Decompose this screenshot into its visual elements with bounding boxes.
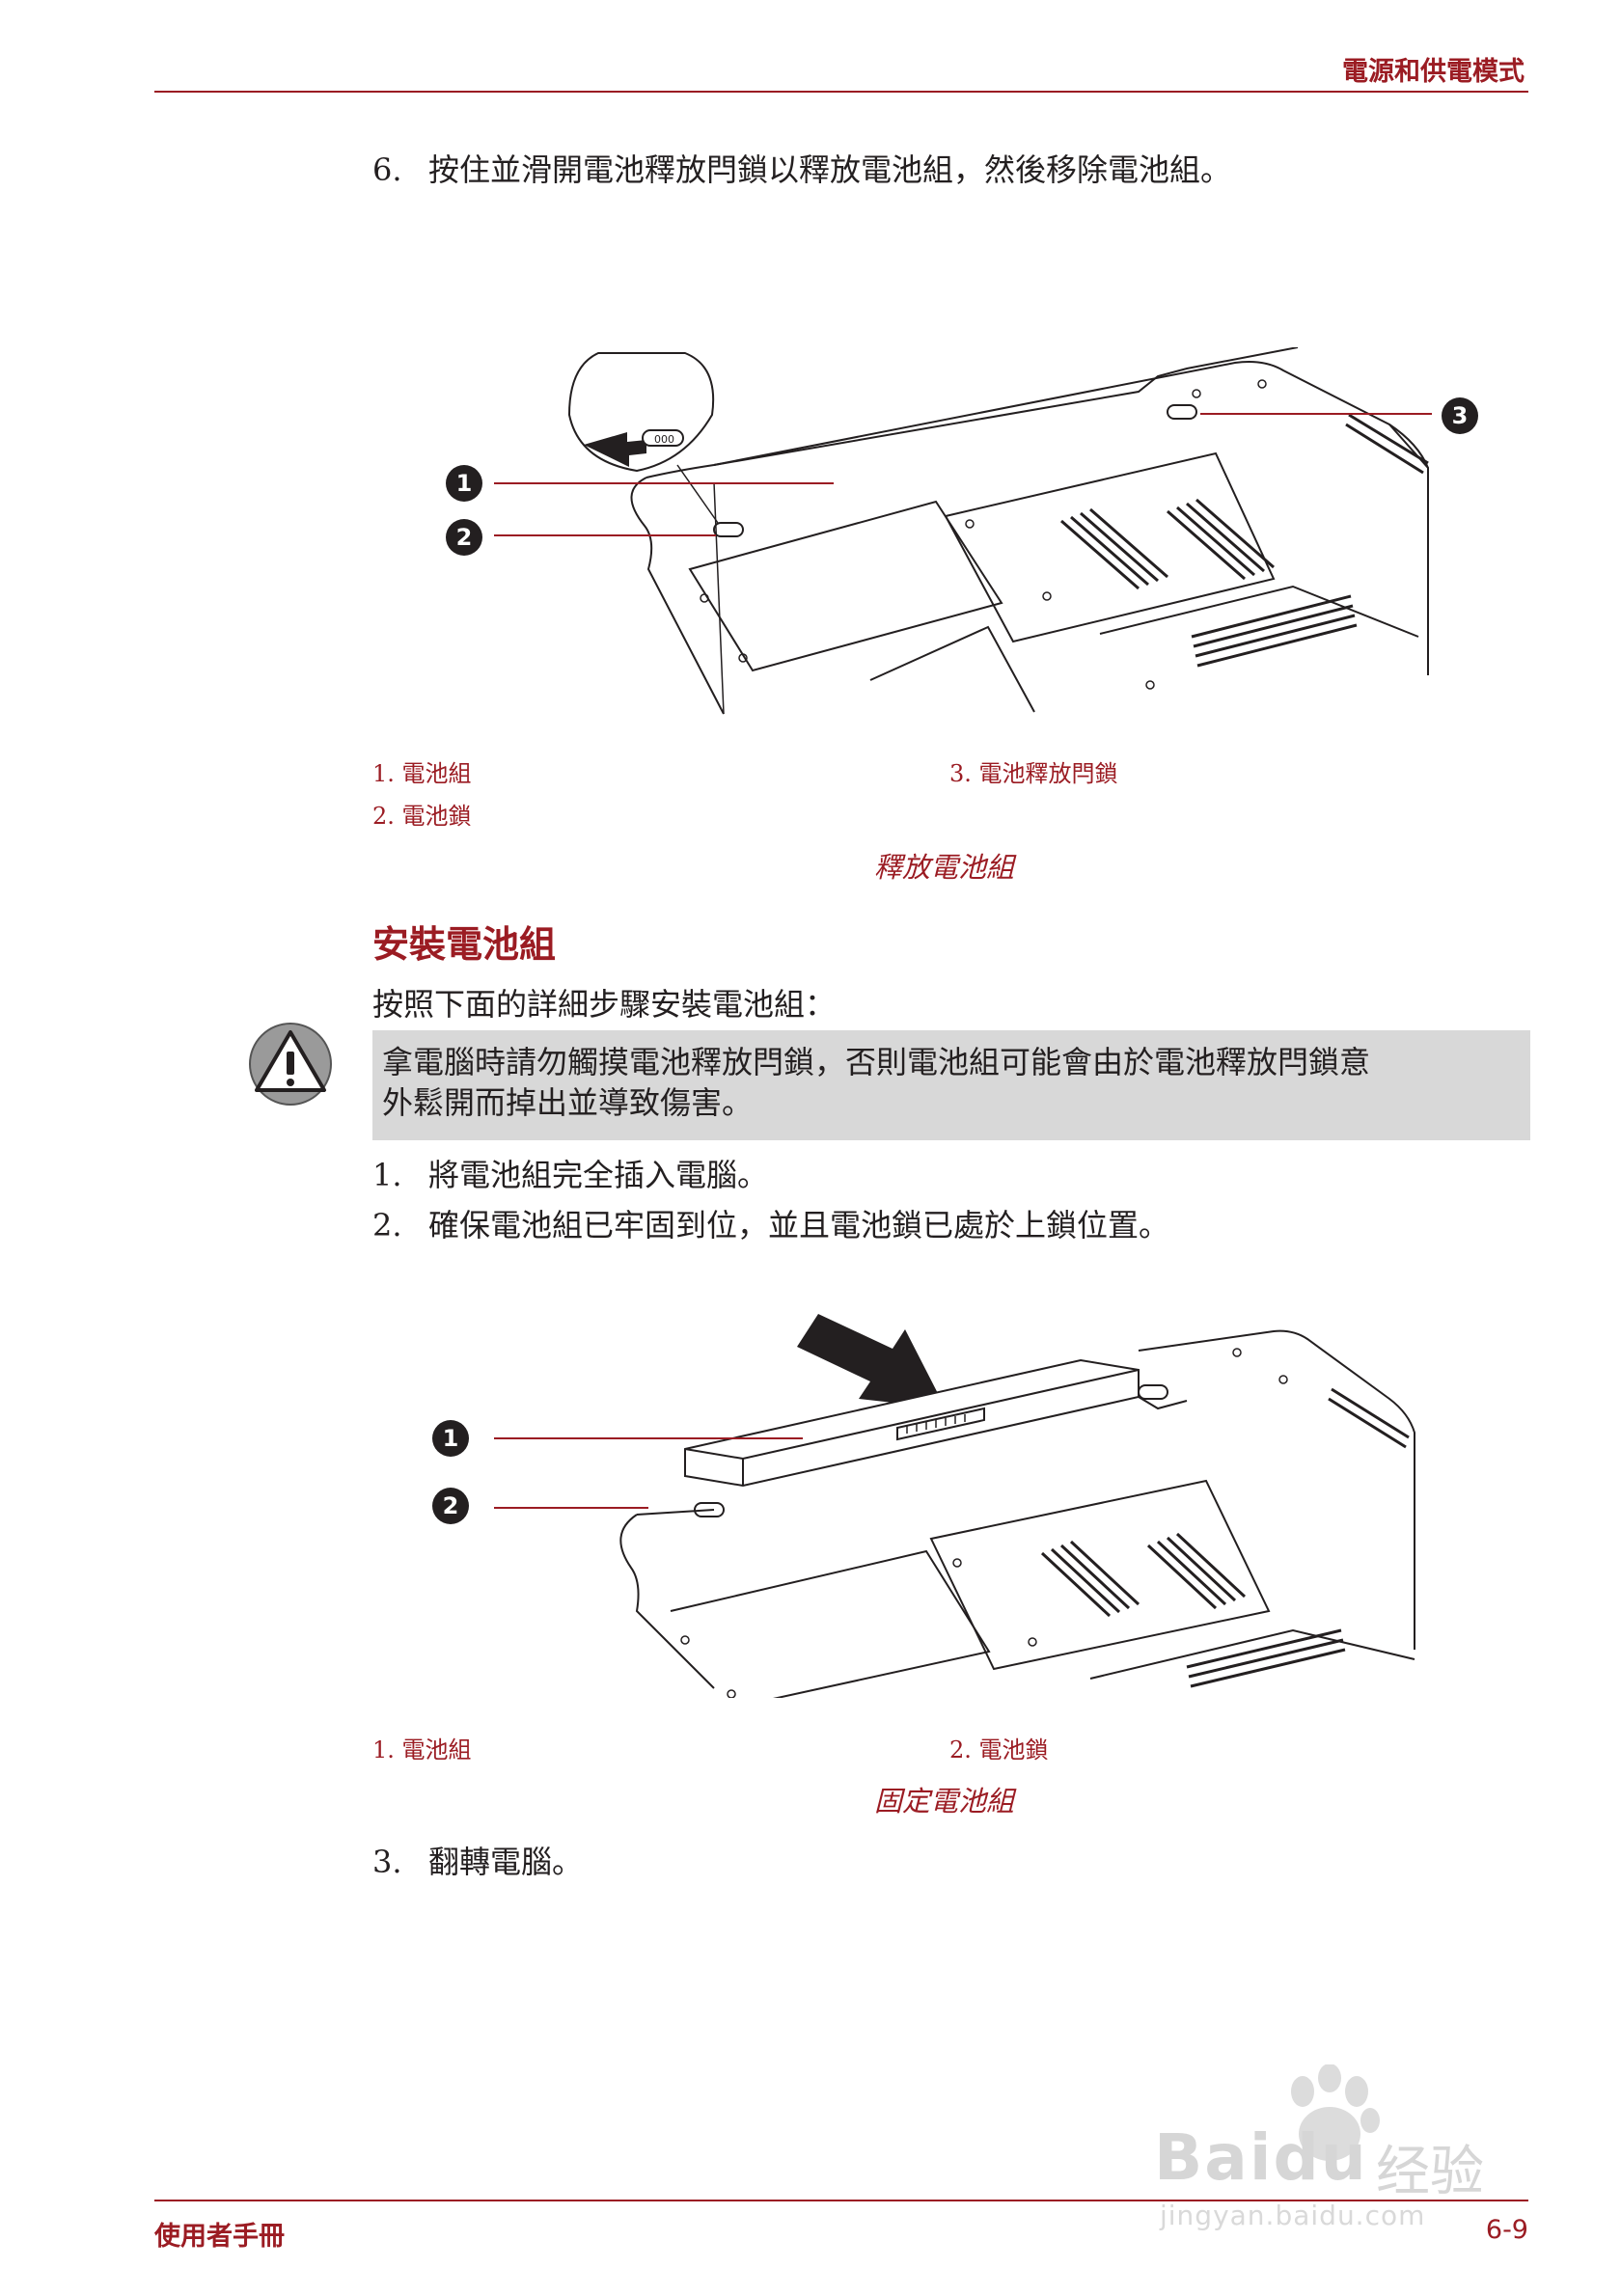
callout-badge-1: 1 — [432, 1420, 469, 1457]
callout-2-line — [494, 1507, 648, 1509]
callout-badge-1: 1 — [446, 465, 482, 502]
battery-install-illustration — [619, 1314, 1415, 1698]
watermark-logo: Baidu 经验 jingyan.baidu.com — [1154, 2064, 1525, 2231]
watermark-brand: Baidu — [1154, 2120, 1368, 2195]
warning-text-line: 外鬆開而掉出並導致傷害。 — [382, 1084, 754, 1121]
callout-2-line — [494, 534, 716, 536]
step-2: 2. 確保電池組已牢固到位，並且電池鎖已處於上鎖位置。 — [372, 1206, 1169, 1244]
warning-box: 拿電腦時請勿觸摸電池釋放閂鎖，否則電池組可能會由於電池釋放閂鎖意 外鬆開而掉出並… — [372, 1030, 1530, 1140]
step-number: 1. — [372, 1157, 402, 1193]
step-number: 3. — [372, 1844, 402, 1880]
manual-title: 使用者手冊 — [154, 2222, 285, 2252]
step-3: 3. 翻轉電腦。 — [372, 1843, 583, 1881]
header-rule — [154, 91, 1528, 93]
step-number: 6. — [372, 151, 402, 188]
step-number: 2. — [372, 1207, 402, 1244]
legend-item: 2. 電池鎖 — [949, 1736, 1049, 1763]
footer-rule — [154, 2200, 1528, 2201]
paw-icon — [1291, 2064, 1380, 2161]
figure-caption: 釋放電池組 — [874, 851, 1015, 884]
watermark-url: jingyan.baidu.com — [1160, 2200, 1426, 2231]
figure-caption: 固定電池組 — [874, 1785, 1015, 1818]
step-text: 按住並滑開電池釋放閂鎖以釋放電池組，然後移除電池組。 — [428, 151, 1232, 188]
callout-badge-3: 3 — [1442, 397, 1478, 434]
callout-badge-2: 2 — [446, 519, 482, 556]
battery-release-illustration: 000 — [567, 347, 1429, 715]
step-6: 6. 按住並滑開電池釋放閂鎖以釋放電池組，然後移除電池組。 — [372, 150, 1231, 189]
section-intro: 按照下面的詳細步驟安裝電池組： — [372, 986, 837, 1023]
step-1: 1. 將電池組完全插入電腦。 — [372, 1156, 768, 1194]
warning-text-line: 拿電腦時請勿觸摸電池釋放閂鎖，否則電池組可能會由於電池釋放閂鎖意 — [382, 1044, 1371, 1080]
callout-badge-2: 2 — [432, 1488, 469, 1524]
chapter-title: 電源和供電模式 — [1342, 57, 1525, 87]
callout-3-line — [1200, 413, 1432, 415]
legend-item: 1. 電池組 — [372, 760, 472, 787]
step-text: 確保電池組已牢固到位，並且電池鎖已處於上鎖位置。 — [428, 1207, 1170, 1244]
legend-item: 1. 電池組 — [372, 1736, 472, 1763]
latch-label: 000 — [654, 433, 674, 446]
callout-1-line — [494, 482, 834, 484]
step-text: 將電池組完全插入電腦。 — [428, 1157, 769, 1193]
legend-item: 3. 電池釋放閂鎖 — [949, 760, 1118, 787]
section-title: 安裝電池組 — [372, 923, 557, 966]
page-number: 6-9 — [1485, 2215, 1528, 2245]
step-text: 翻轉電腦。 — [428, 1844, 584, 1880]
callout-1-line — [494, 1437, 803, 1439]
legend-item: 2. 電池鎖 — [372, 803, 472, 830]
warning-icon — [249, 1023, 332, 1106]
watermark-brand-cn: 经验 — [1376, 2141, 1484, 2203]
